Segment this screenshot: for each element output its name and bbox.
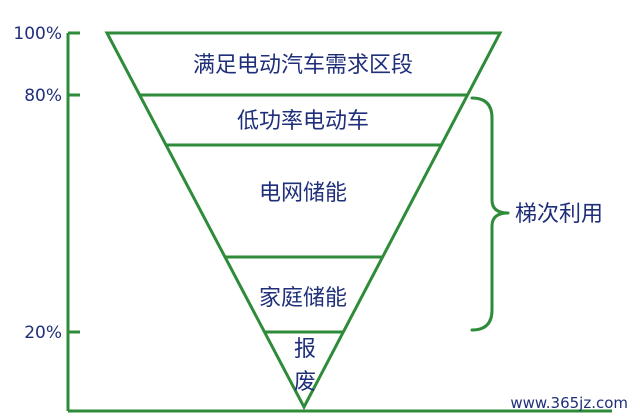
watermark-text: www.365jz.com	[510, 394, 628, 412]
label-80-percent: 80%	[24, 86, 62, 106]
cascade-use-label: 梯次利用	[515, 202, 603, 227]
band-low-power-ev-label: 低功率电动车	[237, 109, 369, 134]
band-home-storage-label: 家庭储能	[259, 286, 347, 311]
band-scrap-label-line1: 报	[294, 337, 316, 362]
label-100-percent: 100%	[13, 24, 62, 44]
inverted-triangle	[104, 31, 503, 411]
cascade-use-bracket	[470, 96, 510, 332]
band-scrap-label-line2: 废	[294, 370, 316, 395]
band-grid-storage-label: 电网储能	[259, 181, 347, 206]
band-ev-demand-label: 满足电动汽车需求区段	[193, 53, 413, 78]
label-20-percent: 20%	[24, 323, 62, 343]
